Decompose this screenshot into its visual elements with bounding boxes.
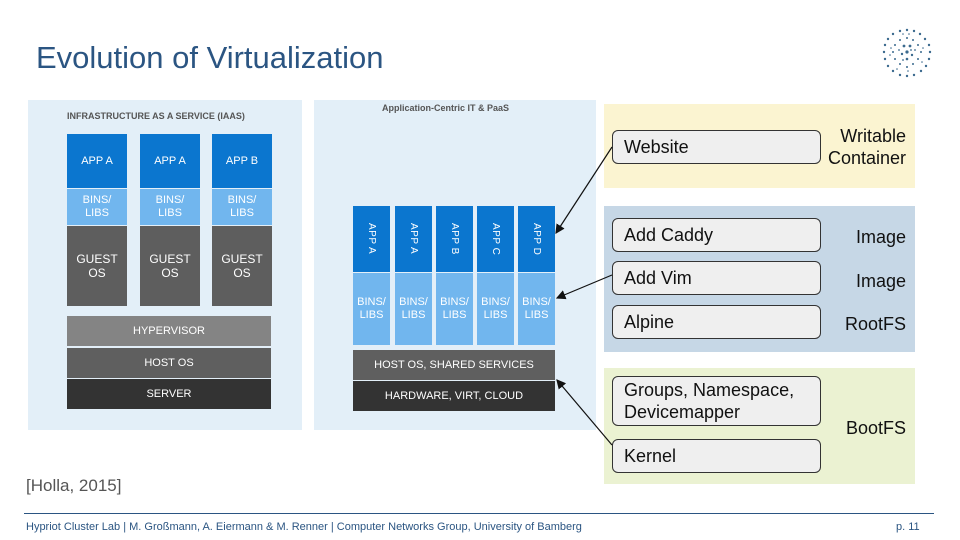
slide-title: Evolution of Virtualization (36, 40, 384, 75)
label-image-2: Image (855, 271, 906, 291)
paas-app-4-label: APP C (490, 222, 501, 256)
paas-bins-2: BINS/ LIBS (395, 273, 432, 345)
paas-app-4: APP C (477, 206, 514, 272)
iaas-host-os: HOST OS (67, 348, 271, 378)
layer-box-alpine: Alpine (612, 305, 821, 339)
iaas-heading: INFRASTRUCTURE AS A SERVICE (IAAS) (67, 111, 245, 121)
layer-box-groups-namespace: Groups, Namespace, Devicemapper (612, 376, 821, 426)
iaas-server: SERVER (67, 379, 271, 409)
iaas-hypervisor: HYPERVISOR (67, 316, 271, 346)
paas-app-1: APP A (353, 206, 390, 272)
paas-app-3: APP B (436, 206, 473, 272)
iaas-bins-2: BINS/ LIBS (140, 189, 200, 225)
label-bootfs: BootFS (845, 418, 906, 438)
layer-box-add-vim: Add Vim (612, 261, 821, 295)
footer-divider (24, 513, 934, 514)
paas-bins-1: BINS/ LIBS (353, 273, 390, 345)
paas-app-5: APP D (518, 206, 555, 272)
footer-text: Hypriot Cluster Lab | M. Großmann, A. Ei… (26, 521, 582, 533)
paas-bins-5: BINS/ LIBS (518, 273, 555, 345)
paas-hardware: HARDWARE, VIRT, CLOUD (353, 381, 555, 411)
paas-bins-3: BINS/ LIBS (436, 273, 473, 345)
iaas-guest-os-1: GUEST OS (67, 226, 127, 306)
iaas-app-2: APP A (140, 134, 200, 188)
citation: [Holla, 2015] (26, 476, 122, 495)
iaas-guest-os-2: GUEST OS (140, 226, 200, 306)
iaas-guest-os-3: GUEST OS (212, 226, 272, 306)
iaas-app-3: APP B (212, 134, 272, 188)
label-writable-container: Writable Container (827, 126, 906, 168)
page-number: p. 11 (896, 521, 920, 533)
iaas-bins-3: BINS/ LIBS (212, 189, 272, 225)
paas-heading: Application-Centric IT & PaaS (382, 103, 510, 113)
layer-box-add-caddy: Add Caddy (612, 218, 821, 252)
label-image-1: Image (855, 227, 906, 247)
layer-box-website: Website (612, 130, 821, 164)
iaas-bins-1: BINS/ LIBS (67, 189, 127, 225)
iaas-app-1: APP A (67, 134, 127, 188)
paas-app-2: APP A (395, 206, 432, 272)
label-rootfs: RootFS (844, 314, 906, 334)
paas-app-5-label: APP D (531, 222, 542, 256)
paas-app-3-label: APP B (449, 223, 460, 255)
paas-host-shared-services: HOST OS, SHARED SERVICES (353, 350, 555, 380)
paas-app-1-label: APP A (366, 223, 377, 255)
paas-bins-4: BINS/ LIBS (477, 273, 514, 345)
paas-app-2-label: APP A (408, 223, 419, 255)
layer-box-kernel: Kernel (612, 439, 821, 473)
university-seal-icon (882, 28, 932, 78)
